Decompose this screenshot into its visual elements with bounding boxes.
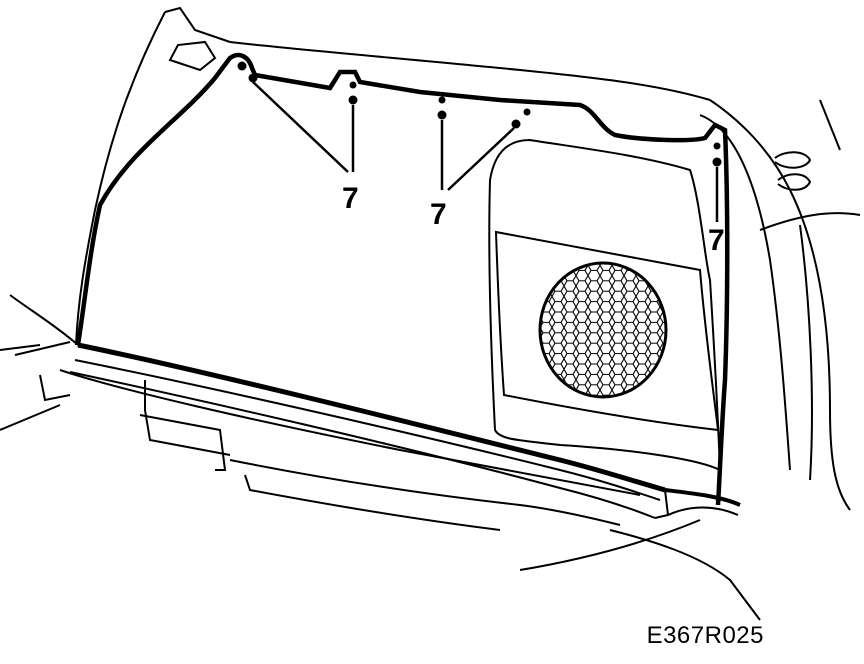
fastener-dot: [713, 142, 721, 150]
fastener-dot: [438, 96, 446, 104]
speaker-grille: [538, 261, 668, 399]
fastener-dot: [511, 119, 521, 129]
callout-label-3: 7: [708, 224, 725, 257]
leader-lines: [252, 81, 719, 222]
lower-sill-strip: [69, 342, 741, 519]
fastener-dot: [237, 61, 247, 71]
fastener-dot: [523, 108, 531, 116]
fastener-dot: [437, 110, 447, 120]
fastener-dot: [348, 95, 358, 105]
diagram-code: E367R025: [646, 622, 764, 649]
fastener-dot: [248, 73, 258, 83]
speaker-housing: [488, 138, 722, 472]
fastener-dot: [712, 157, 722, 167]
fastener-dot: [349, 81, 357, 89]
fastener-points: [237, 61, 722, 167]
callout-label-2: 7: [430, 198, 447, 231]
vehicle-body-lines: [0, 6, 861, 621]
speaker-recess: [494, 230, 720, 432]
callout-label-1: 7: [342, 182, 359, 215]
side-trim-panel-outline: [75, 52, 730, 506]
